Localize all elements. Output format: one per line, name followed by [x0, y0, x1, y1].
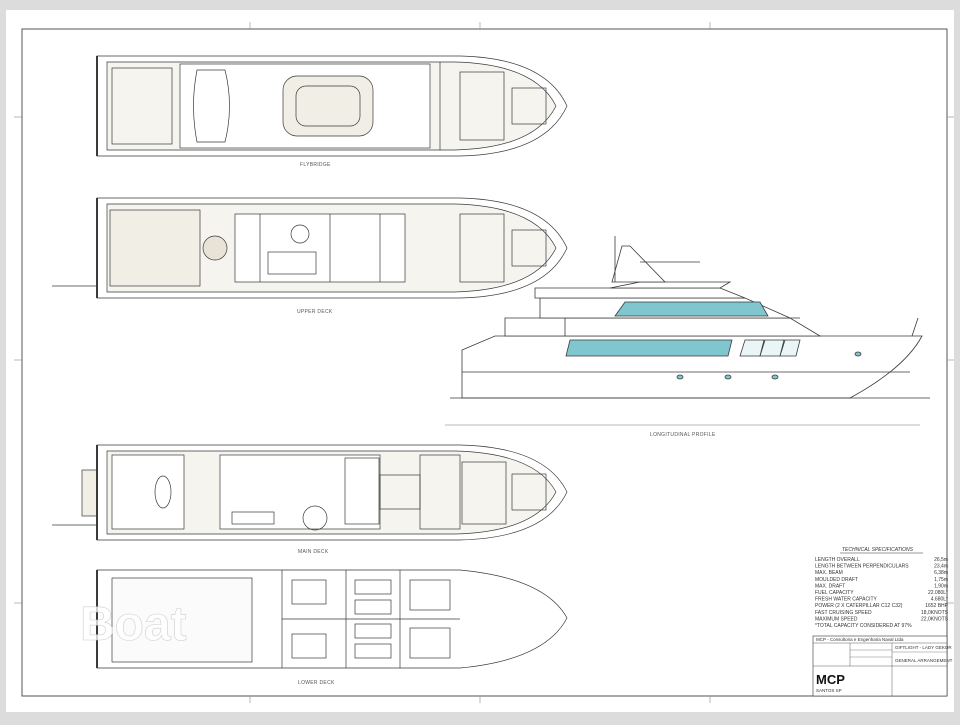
upper-deck-label: UPPER DECK — [297, 309, 333, 315]
profile-label: LONGITUDINAL PROFILE — [650, 432, 716, 438]
lower-deck-label: LOWER DECK — [298, 680, 335, 686]
spec-value: 23,4m — [934, 564, 948, 570]
spec-value: 1,90m — [934, 583, 948, 589]
spec-label: LENGTH BETWEEN PERPENDICULARS — [815, 564, 909, 570]
spec-value: 4.680L* — [931, 597, 948, 603]
spec-label: MOULDED DRAFT — [815, 577, 858, 583]
spec-label: FRESH WATER CAPACITY — [815, 597, 878, 603]
title-block-city: SANTOS SP — [816, 688, 842, 693]
spec-value: 22,0KNOTS — [921, 616, 949, 622]
spec-label: LENGTH OVERALL — [815, 557, 860, 563]
spec-value: 18,0KNOTS — [921, 610, 949, 616]
lower-deck-plan — [96, 569, 568, 669]
spec-value: 1,75m — [934, 577, 948, 583]
technical-specifications: TECHNICAL SPECIFICATIONS LENGTH OVERALL … — [815, 547, 949, 629]
specs-note: *TOTAL CAPACITY CONSIDERED AT 97% — [815, 623, 912, 629]
spec-value: 6,38m — [934, 570, 948, 576]
spec-label: MAX. DRAFT — [815, 583, 845, 589]
title-block-project: GIFTLIGHT - LADY GEKOR — [895, 645, 952, 650]
main-deck-label: MAIN DECK — [298, 549, 329, 555]
spec-value: 22.080L* — [928, 590, 948, 596]
specs-title: TECHNICAL SPECIFICATIONS — [842, 547, 914, 553]
spec-label: FUEL CAPACITY — [815, 590, 854, 596]
drawing-frame — [21, 28, 948, 697]
mcp-logo: MCP — [816, 672, 845, 687]
spec-label: FAST CRUISING SPEED — [815, 610, 872, 616]
frame-ticks — [14, 22, 954, 703]
flybridge-plan — [96, 55, 568, 157]
title-block-company: MCP - Consultoria e Engenharia Naval Ltd… — [816, 637, 904, 642]
spec-value: 1652 BHP — [925, 603, 948, 609]
title-block: MCP - Consultoria e Engenharia Naval Ltd… — [812, 635, 953, 697]
spec-value: 26,5m — [934, 557, 948, 563]
spec-label: MAXIMUM SPEED — [815, 616, 858, 622]
title-block-sheet-title: GENERAL ARRANGEMENT — [895, 658, 953, 663]
spec-label: POWER (2 X CATERPILLAR C12 C32) — [815, 603, 903, 609]
upper-deck-plan — [52, 197, 568, 299]
spec-label: MAX. BEAM — [815, 570, 843, 576]
longitudinal-profile — [445, 236, 930, 426]
watermark-logo: Boat — [80, 598, 187, 651]
flybridge-label: FLYBRIDGE — [300, 162, 331, 168]
main-deck-plan — [52, 444, 568, 541]
